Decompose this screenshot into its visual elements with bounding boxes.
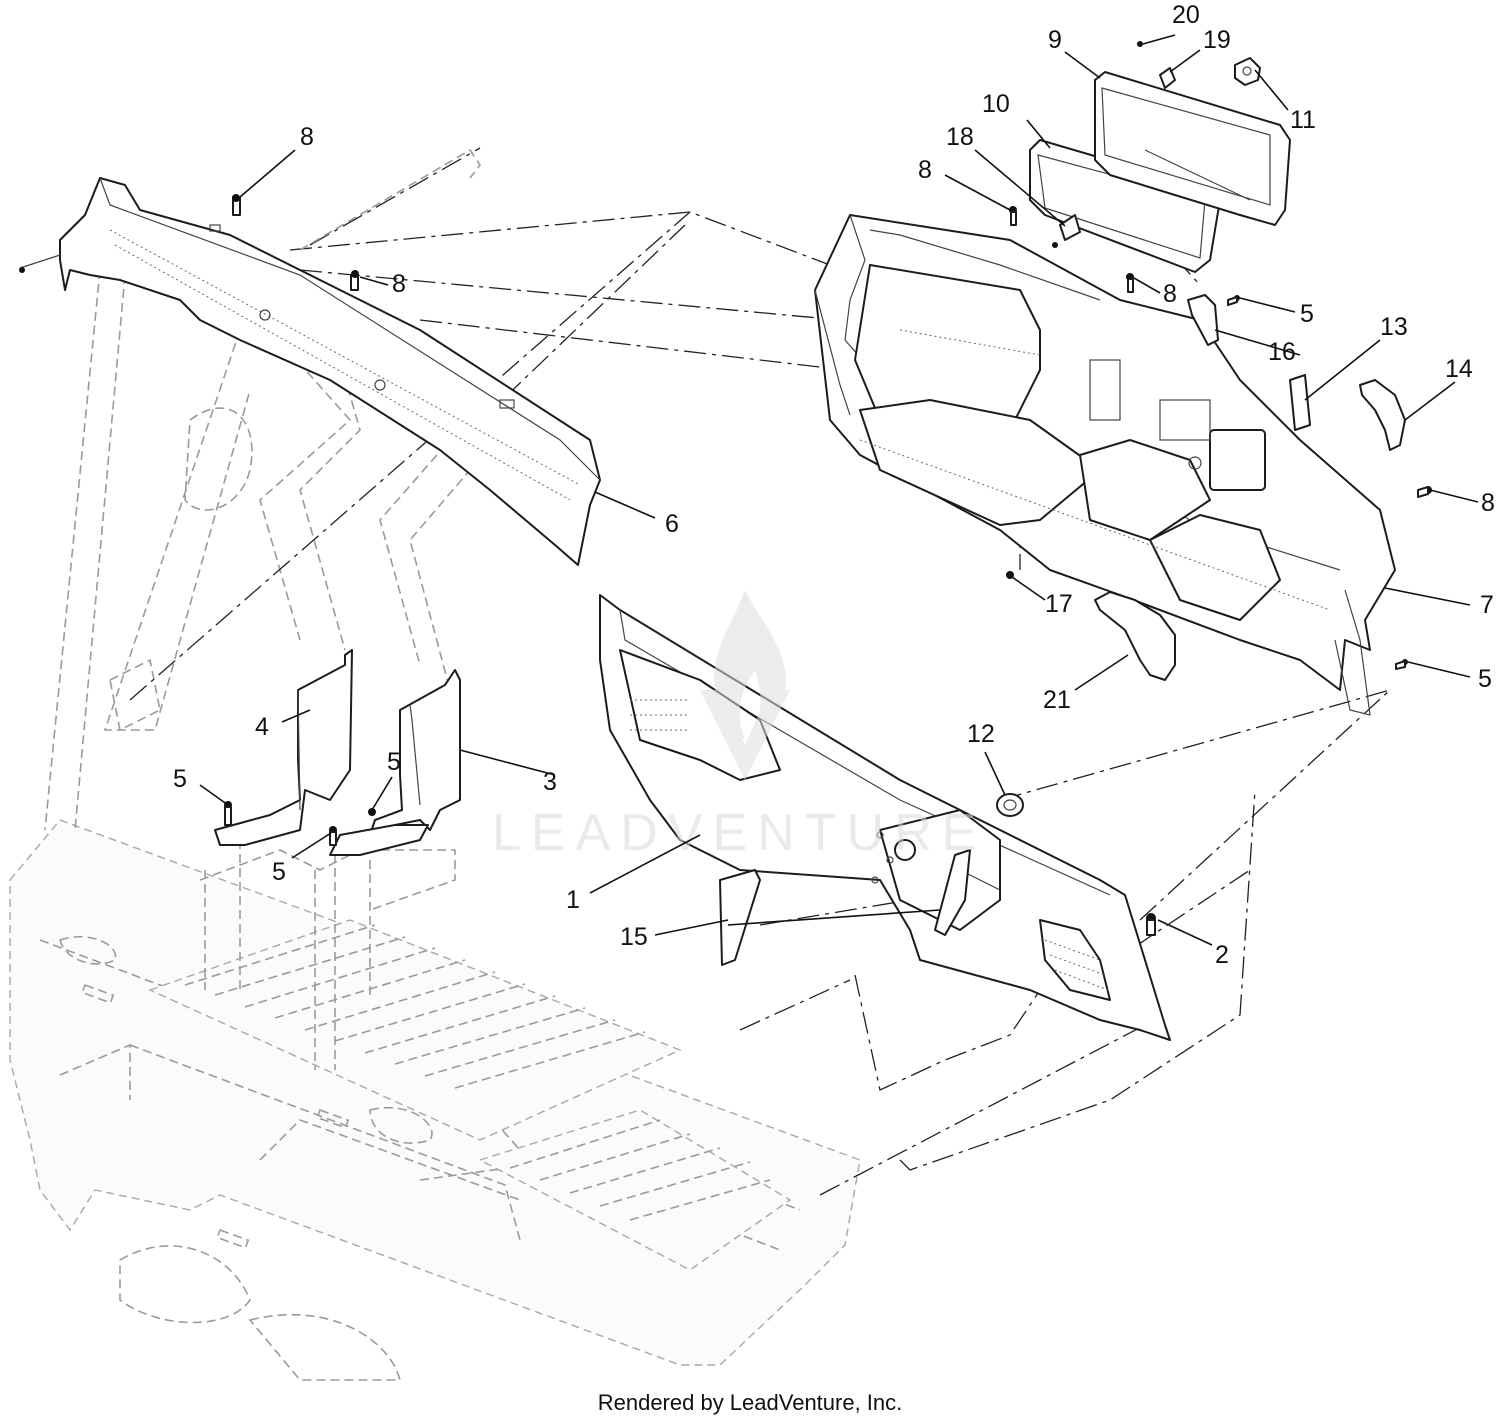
screw-18b [1052, 242, 1058, 248]
part-18-clip [1059, 214, 1081, 241]
callout-5: 5 [387, 748, 401, 776]
part-7-dash-panel [814, 214, 1396, 716]
screw-5-left-b [368, 808, 376, 816]
callout-9: 9 [1048, 26, 1062, 54]
callout-4: 4 [255, 713, 269, 741]
screw-5-lower-right [1395, 659, 1408, 670]
callout-15: 15 [620, 923, 648, 951]
part-21-cover [1094, 591, 1176, 681]
callout-5: 5 [1478, 665, 1492, 693]
ghost-frame-assembly [9, 269, 861, 1381]
callout-5: 5 [272, 858, 286, 886]
callout-19: 19 [1203, 26, 1231, 54]
footer-credit: Rendered by LeadVenture, Inc. [597, 1390, 903, 1415]
watermark-v-icon [700, 690, 790, 780]
callout-16: 16 [1268, 338, 1296, 366]
part-9-gauge-housing [1094, 71, 1291, 226]
part-6-upper-cross-panel [19, 148, 601, 566]
callout-8: 8 [1163, 280, 1177, 308]
callout-14: 14 [1445, 355, 1473, 383]
screw-5-top-right [1227, 295, 1240, 306]
callout-8: 8 [918, 156, 932, 184]
part-13-strip [1289, 374, 1311, 431]
callout-2: 2 [1215, 941, 1229, 969]
callout-labels: 8 8 8 8 8 5 5 5 5 5 16 13 14 7 17 21 18 … [173, 1, 1495, 969]
leader-lines [199, 34, 1479, 946]
screw-8-top-left [232, 194, 241, 216]
screw-5-left-c [329, 826, 337, 846]
part-14-cover [1359, 379, 1406, 451]
callout-7: 7 [1480, 591, 1494, 619]
callout-8: 8 [392, 270, 406, 298]
screw-8-upper-center [350, 270, 359, 291]
callout-10: 10 [982, 90, 1010, 118]
callout-5: 5 [1300, 300, 1314, 328]
callout-20: 20 [1172, 1, 1200, 29]
callout-18: 18 [946, 123, 974, 151]
part-11-connector [1234, 57, 1261, 86]
callout-11: 11 [1290, 106, 1316, 134]
part-16-latch [1187, 294, 1219, 346]
part-15-strip-left [719, 869, 761, 966]
part-4-bracket [214, 649, 353, 846]
screw-8-panel7 [1009, 206, 1017, 226]
screw-20 [1137, 41, 1143, 47]
callout-12: 12 [967, 720, 995, 748]
callout-8: 8 [1481, 489, 1495, 517]
callout-3: 3 [543, 768, 557, 796]
part-3-bracket [329, 669, 461, 856]
callout-13: 13 [1380, 313, 1408, 341]
screw-8-mid [1126, 273, 1134, 293]
screw-2 [1146, 913, 1156, 936]
callout-8: 8 [300, 123, 314, 151]
part-19-tab [1159, 67, 1176, 89]
callout-1: 1 [566, 886, 580, 914]
screw-6-left [19, 267, 25, 273]
screw-8-right [1417, 486, 1432, 498]
callout-6: 6 [665, 510, 679, 538]
callout-21: 21 [1043, 686, 1071, 714]
watermark-text: LEADVENTURE [492, 804, 986, 862]
callout-17: 17 [1045, 590, 1073, 618]
callout-5: 5 [173, 765, 187, 793]
part-12-plug [996, 793, 1024, 817]
watermark: LEADVENTURE [492, 590, 986, 862]
part-15-strip-right [934, 849, 971, 936]
